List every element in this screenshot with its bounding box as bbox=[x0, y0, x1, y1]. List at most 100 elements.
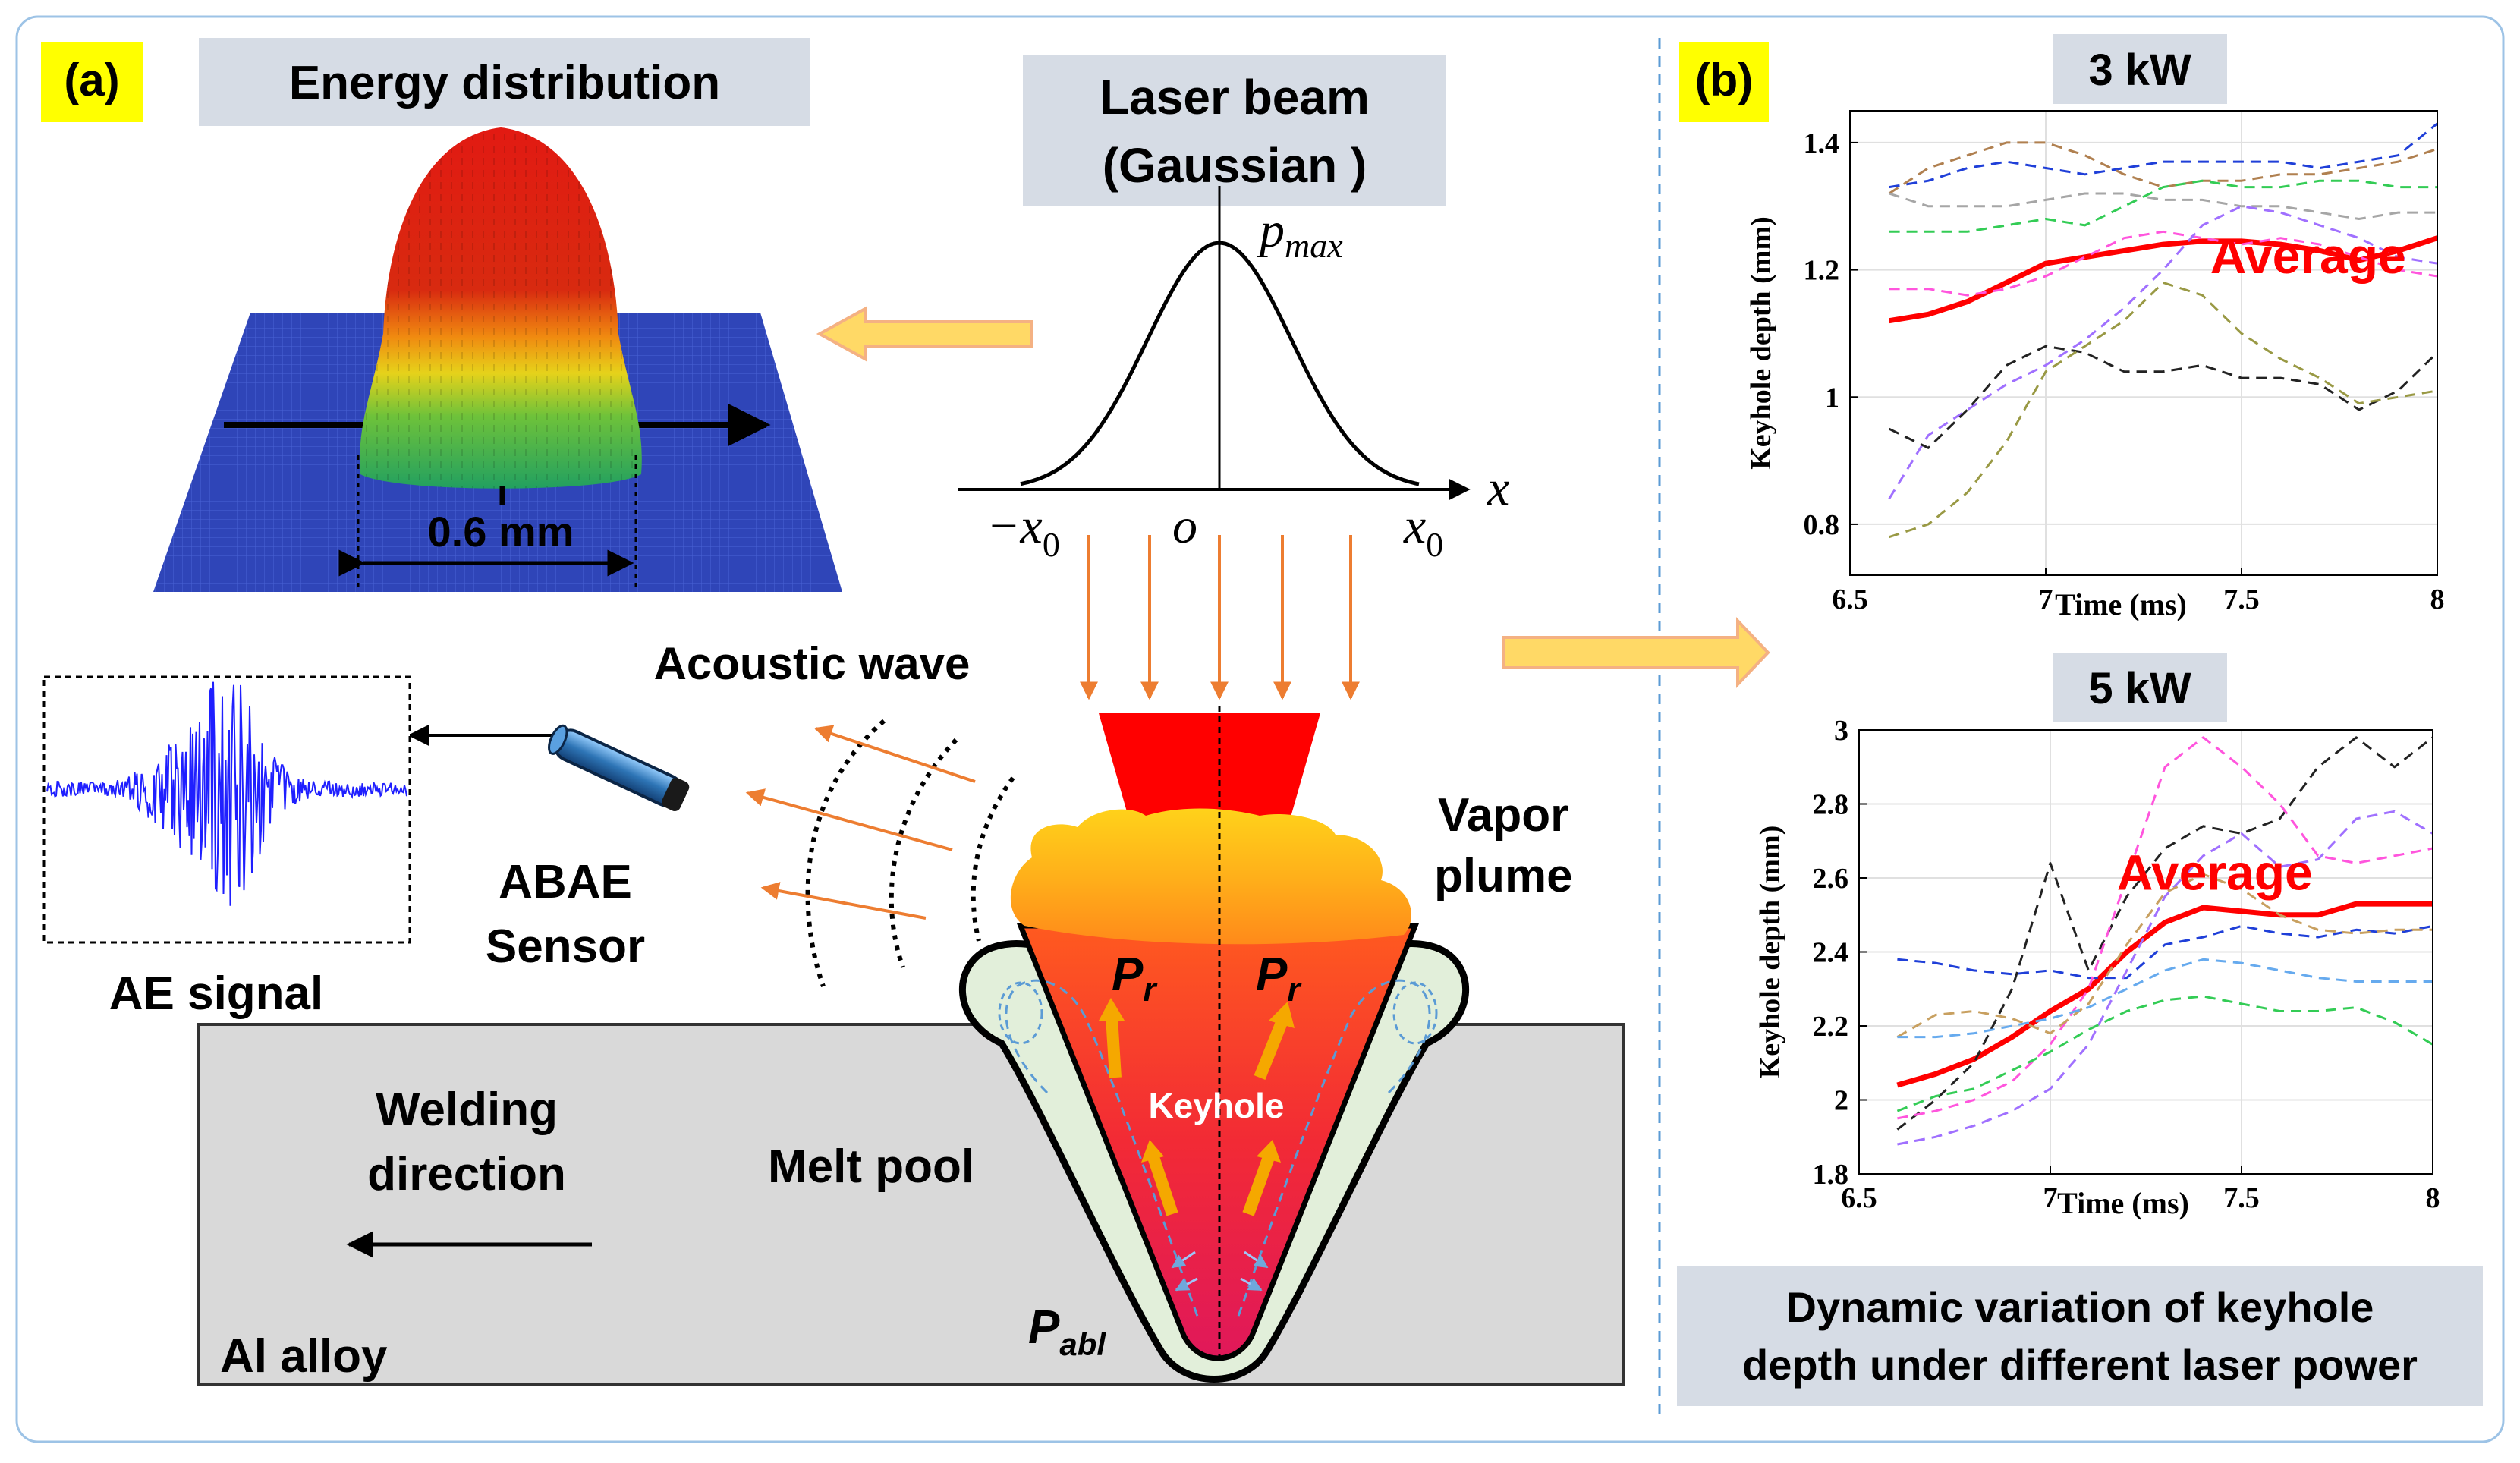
wave-front bbox=[805, 719, 886, 987]
series-line bbox=[1896, 995, 2433, 1112]
laser-title-line1: Laser beam bbox=[1100, 70, 1370, 124]
plot-border bbox=[1858, 729, 2433, 1175]
y-tick-label: 2.4 bbox=[1813, 937, 1849, 969]
wave-arrow bbox=[813, 725, 976, 783]
chart2-title: 5 kW bbox=[2088, 664, 2191, 713]
gaussian-curve bbox=[1020, 241, 1420, 486]
arrow-to-panel-b bbox=[1502, 617, 1770, 688]
series-line bbox=[1889, 179, 2437, 233]
x-tick-label: 7.5 bbox=[2223, 1182, 2260, 1214]
welding-label-line2: direction bbox=[367, 1148, 566, 1200]
y-tick-label: 1.4 bbox=[1804, 127, 1840, 159]
wave-front bbox=[971, 776, 1015, 942]
melt-flow-right bbox=[1235, 979, 1431, 1321]
series-line bbox=[1897, 958, 2433, 1039]
pr-arrow bbox=[1254, 1018, 1288, 1080]
chart1-title-box bbox=[2053, 34, 2227, 104]
panel-b-label: (b) bbox=[1695, 55, 1754, 105]
wave-arrow bbox=[745, 788, 953, 851]
p-max-label: pmax bbox=[1257, 203, 1343, 265]
melt-vortex-left bbox=[998, 981, 1043, 1045]
series-line bbox=[1897, 736, 2433, 1120]
pr-arrowhead bbox=[1141, 1140, 1164, 1163]
laser-title-line2: (Gaussian ) bbox=[1103, 138, 1367, 193]
pr-arrow bbox=[1242, 1155, 1275, 1216]
keyhole-cavity bbox=[1016, 923, 1420, 1361]
abae-sensor: ABAE Sensor bbox=[407, 724, 690, 973]
acoustic-wave-label: Acoustic wave bbox=[654, 638, 971, 689]
x-axis-label: Time (ms) bbox=[2055, 587, 2187, 621]
y-axis-label: Keyhole depth (mm) bbox=[1754, 826, 1786, 1079]
x-tick-label: 7 bbox=[2043, 1182, 2058, 1214]
series-line bbox=[1889, 281, 2437, 539]
pr-arrowhead bbox=[1269, 1002, 1295, 1028]
series-line bbox=[1888, 345, 2437, 449]
energy-title-box bbox=[199, 38, 810, 126]
average-annotation: Average bbox=[2210, 228, 2406, 284]
y-tick-label: 1.8 bbox=[1813, 1159, 1849, 1191]
x-tick-label: 6.5 bbox=[1841, 1182, 1877, 1214]
caption-box bbox=[1677, 1266, 2483, 1406]
x-tick-label: 7.5 bbox=[2223, 584, 2260, 615]
laser-nozzle bbox=[1099, 713, 1320, 820]
energy-distribution-title: Energy distribution bbox=[289, 57, 720, 109]
energy-width-label: 0.6 mm bbox=[428, 508, 574, 555]
origin-label: o bbox=[1172, 499, 1197, 554]
x-tick-label: 8 bbox=[2426, 1182, 2440, 1214]
caption-line2: depth under different laser power bbox=[1742, 1341, 2418, 1389]
series-line bbox=[1889, 122, 2437, 189]
laser-title-box bbox=[1023, 55, 1446, 206]
keyhole-label: Keyhole bbox=[1149, 1086, 1285, 1125]
x-tick-label: 8 bbox=[2430, 584, 2445, 615]
ae-signal-waveform bbox=[46, 681, 407, 906]
vapor-label-line2: plume bbox=[1434, 850, 1573, 902]
plot-border bbox=[1849, 110, 2438, 576]
melt-flow-left bbox=[1005, 979, 1200, 1321]
panel-b-label-bg bbox=[1679, 42, 1769, 122]
welding-label-line1: Welding bbox=[376, 1084, 558, 1136]
pabl-arrow bbox=[1244, 1251, 1269, 1269]
pr-left-label: Pr bbox=[1112, 949, 1158, 1008]
pabl-arrow bbox=[1240, 1277, 1263, 1292]
x-axis-var-label: x bbox=[1487, 461, 1509, 516]
y-tick-label: 2.2 bbox=[1813, 1011, 1849, 1043]
recoil-pressure-arrows bbox=[1099, 998, 1295, 1292]
arrow-to-energy bbox=[816, 306, 1033, 362]
pabl-arrow bbox=[1171, 1251, 1196, 1269]
wave-arrow bbox=[760, 882, 927, 920]
pabl-arrow bbox=[1175, 1277, 1198, 1292]
series-line bbox=[1897, 810, 2433, 1146]
caption-line1: Dynamic variation of keyhole bbox=[1786, 1283, 2374, 1331]
y-axis-label: Keyhole depth (mm) bbox=[1745, 216, 1777, 470]
neg-x0-label: −x0 bbox=[986, 499, 1060, 564]
energy-dome-texture bbox=[360, 127, 642, 489]
average-line bbox=[1896, 901, 2433, 1088]
panel-a-label: (a) bbox=[64, 55, 119, 105]
pos-x0-label: x0 bbox=[1403, 499, 1443, 564]
melt-pool-label: Melt pool bbox=[768, 1141, 974, 1193]
energy-distribution-plot: 0.6 mm bbox=[153, 127, 842, 592]
x-tick-label: 6.5 bbox=[1832, 584, 1868, 615]
pr-arrow bbox=[1147, 1155, 1178, 1216]
y-tick-label: 2 bbox=[1834, 1085, 1848, 1117]
y-tick-label: 3 bbox=[1834, 715, 1848, 747]
pr-arrow bbox=[1106, 1016, 1122, 1078]
sensor-cap bbox=[662, 778, 690, 811]
series-line bbox=[1889, 230, 2437, 297]
x-tick-label: 7 bbox=[2039, 584, 2053, 615]
series-line bbox=[1896, 736, 2433, 1131]
sensor-label-line2: Sensor bbox=[486, 920, 645, 973]
pr-arrowhead bbox=[1257, 1140, 1281, 1163]
series-line bbox=[1896, 873, 2433, 1038]
chart2-title-box bbox=[2053, 653, 2227, 722]
pr-right-label: Pr bbox=[1256, 949, 1302, 1008]
panel-a-label-bg bbox=[41, 42, 143, 122]
series-line bbox=[1888, 141, 2437, 195]
vapor-plume bbox=[1010, 808, 1411, 945]
sensor-tip bbox=[547, 724, 568, 755]
y-tick-label: 2.8 bbox=[1813, 789, 1849, 821]
